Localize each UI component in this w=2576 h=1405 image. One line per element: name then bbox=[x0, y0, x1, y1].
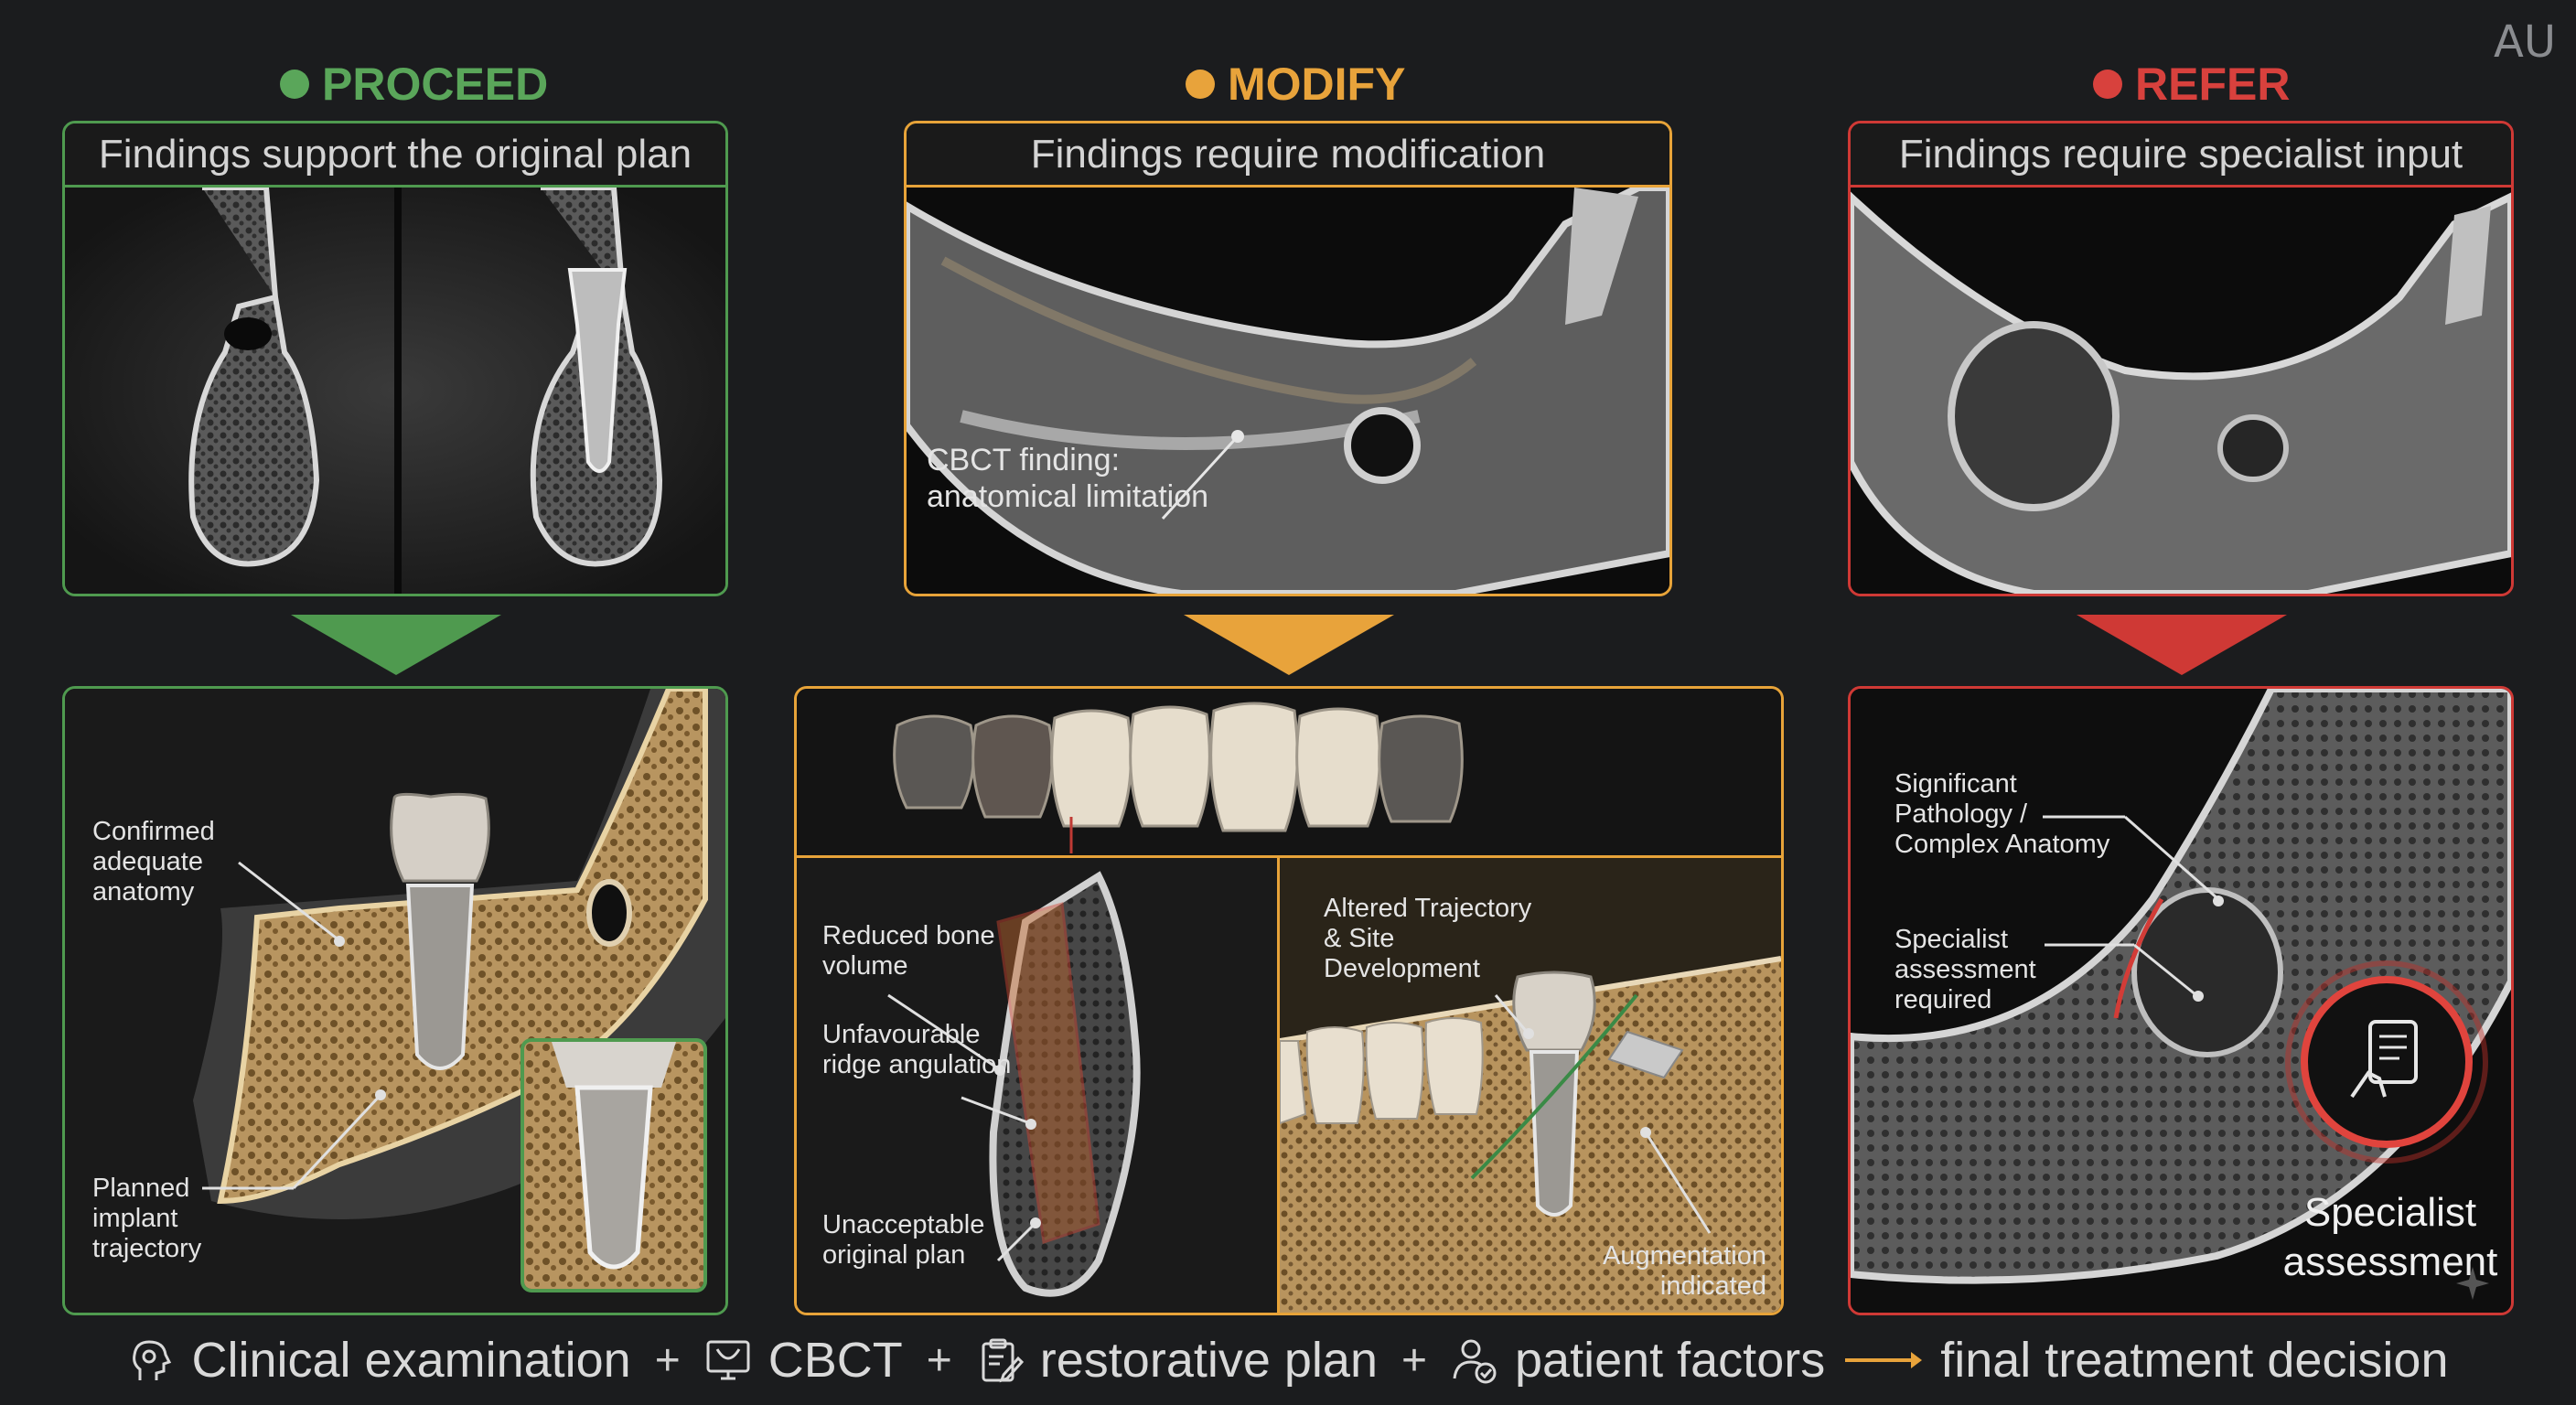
specialist-required-label: Specialist assessment required bbox=[1894, 925, 2036, 1014]
refer-title-text: REFER bbox=[2135, 59, 2291, 110]
modify-title: MODIFY bbox=[1186, 57, 1405, 112]
modify-subtitle: Findings require modification bbox=[907, 123, 1669, 188]
proceed-title: PROCEED bbox=[280, 57, 548, 112]
altered-trajectory-image bbox=[1279, 858, 1781, 1313]
proceed-cbct-panel: Findings support the original plan bbox=[62, 121, 728, 596]
proceed-implant-panel: Confirmed adequate anatomy Planned impla… bbox=[62, 686, 728, 1315]
planned-trajectory-label: Planned implant trajectory bbox=[92, 1174, 202, 1263]
decision-footer: Clinical examination + CBCT + restorativ… bbox=[0, 1326, 2576, 1394]
reduced-bone-label: Reduced bone volume bbox=[822, 921, 995, 981]
plus-sign-2: + bbox=[926, 1335, 952, 1385]
confirmed-anatomy-label: Confirmed adequate anatomy bbox=[92, 817, 215, 906]
modify-down-arrow-icon bbox=[1184, 615, 1394, 675]
amber-dot-icon bbox=[1186, 70, 1215, 99]
specialist-assessment-label: Specialist assessment bbox=[2282, 1190, 2498, 1284]
ridge-angulation-label: Unfavourable ridge angulation bbox=[822, 1020, 1012, 1079]
refer-title: REFER bbox=[2093, 57, 2290, 112]
document-hand-icon bbox=[2350, 1020, 2418, 1099]
cbct-monitor-icon bbox=[706, 1340, 750, 1380]
modify-cbct-image bbox=[907, 188, 1669, 594]
refer-down-arrow-icon bbox=[2077, 615, 2287, 675]
modify-crown-row bbox=[797, 689, 1781, 853]
refer-subtitle: Findings require specialist input bbox=[1851, 123, 2511, 188]
red-dot-icon bbox=[2093, 70, 2122, 99]
cbct-finding-label: CBCT finding: anatomical limitation bbox=[927, 443, 1209, 514]
final-decision-text: final treatment decision bbox=[1940, 1333, 2449, 1388]
sparkle-icon bbox=[2456, 1267, 2489, 1300]
proceed-cbct-image bbox=[65, 188, 725, 594]
pathology-label: Significant Pathology / Complex Anatomy bbox=[1894, 769, 2110, 859]
proceed-subtitle: Findings support the original plan bbox=[65, 123, 725, 188]
reduced-bone-image bbox=[797, 858, 1277, 1313]
green-dot-icon bbox=[280, 70, 309, 99]
restorative-plan-text: restorative plan bbox=[1039, 1333, 1378, 1388]
implant-inset-image bbox=[524, 1042, 703, 1289]
proceed-down-arrow-icon bbox=[291, 615, 501, 675]
refer-cbct-panel: Findings require specialist input bbox=[1848, 121, 2514, 596]
modify-cbct-panel: Findings require modification CBCT findi… bbox=[904, 121, 1672, 596]
proceed-title-text: PROCEED bbox=[322, 59, 549, 110]
altered-trajectory-label: Altered Trajectory & Site Development bbox=[1324, 894, 1532, 983]
clinical-exam-text: Clinical examination bbox=[191, 1333, 631, 1388]
reduced-bone-subpanel bbox=[797, 855, 1280, 1313]
patient-check-icon bbox=[1453, 1339, 1497, 1384]
refer-pathology-panel: Significant Pathology / Complex Anatomy … bbox=[1848, 686, 2514, 1315]
refer-pathology-image bbox=[1851, 689, 2511, 1313]
cbct-text: CBCT bbox=[767, 1333, 903, 1388]
refer-cbct-image bbox=[1851, 188, 2511, 594]
modify-title-text: MODIFY bbox=[1228, 59, 1406, 110]
unacceptable-plan-label: Unacceptable original plan bbox=[822, 1210, 985, 1270]
right-arrow-icon bbox=[1845, 1352, 1923, 1368]
altered-trajectory-subpanel bbox=[1279, 855, 1781, 1313]
head-examination-icon bbox=[133, 1340, 172, 1380]
region-badge: AU bbox=[2494, 16, 2556, 68]
augmentation-label: Augmentation indicated bbox=[1603, 1241, 1766, 1301]
modify-implant-panel: Reduced bone volume Unfavourable ridge a… bbox=[794, 686, 1784, 1315]
plus-sign-1: + bbox=[654, 1335, 681, 1385]
plus-sign-3: + bbox=[1401, 1335, 1428, 1385]
clipboard-edit-icon bbox=[982, 1338, 1024, 1383]
patient-factors-text: patient factors bbox=[1515, 1333, 1826, 1388]
proceed-implant-inset bbox=[521, 1038, 707, 1292]
